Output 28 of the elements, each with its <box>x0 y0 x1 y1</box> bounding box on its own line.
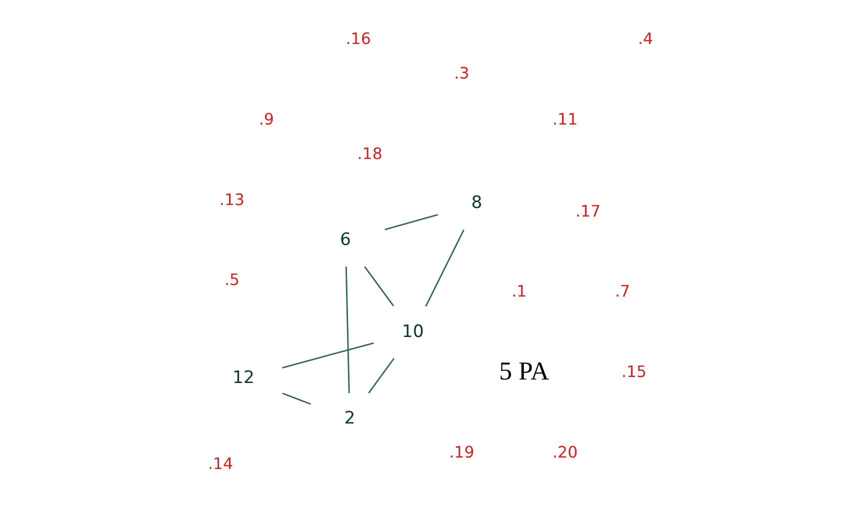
node-text: 10 <box>401 322 424 342</box>
label: .11 <box>552 109 578 128</box>
connector <box>364 266 394 306</box>
node-text: 2 <box>344 408 355 428</box>
connector <box>384 214 438 230</box>
label: .5 <box>224 270 240 290</box>
label: .14 <box>207 454 233 474</box>
label: .19 <box>448 442 474 462</box>
label: .3 <box>454 63 469 82</box>
label: .13 <box>218 190 244 209</box>
node-text: 12 <box>232 368 254 388</box>
connector <box>368 358 394 394</box>
label: .15 <box>620 362 646 382</box>
node-text: 6 <box>340 230 351 250</box>
label: .7 <box>614 282 630 301</box>
label: .1 <box>511 282 526 301</box>
label: 5 PA <box>498 356 549 386</box>
connector <box>282 342 374 368</box>
connector <box>282 392 311 405</box>
label: .16 <box>345 29 370 48</box>
label: .20 <box>552 442 578 462</box>
label: .18 <box>356 144 382 163</box>
node-text: 8 <box>470 193 482 214</box>
label: .9 <box>258 109 274 128</box>
label: .17 <box>575 201 600 220</box>
label: .4 <box>637 29 653 48</box>
connector <box>344 266 350 394</box>
connector <box>424 229 464 307</box>
